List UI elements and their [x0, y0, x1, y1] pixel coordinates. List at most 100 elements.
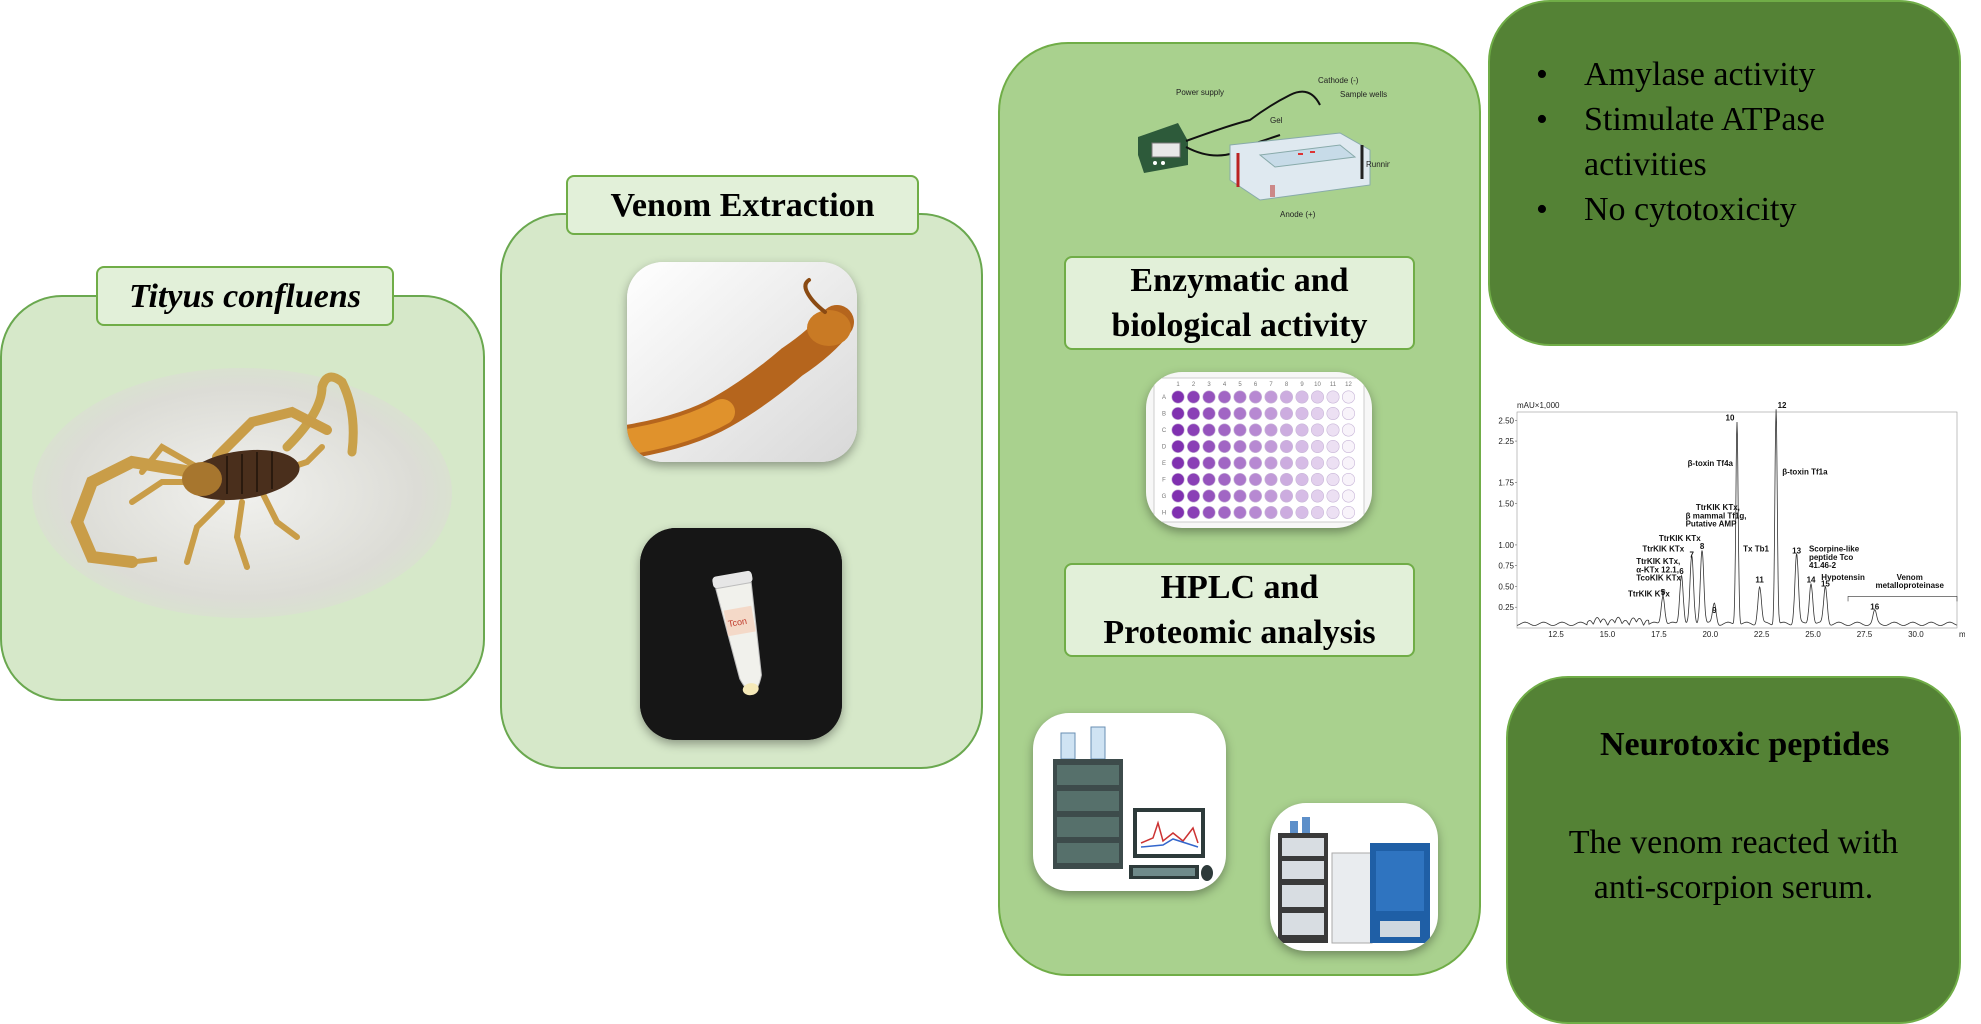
peak-number: 16 [1870, 603, 1879, 612]
plate-well [1326, 456, 1340, 470]
peak-number: 11 [1755, 575, 1764, 584]
plate-well [1218, 456, 1232, 470]
plate-well [1311, 506, 1325, 520]
plate-well [1264, 440, 1278, 454]
svg-text:Sample wells: Sample wells [1340, 90, 1387, 99]
plate-well [1264, 390, 1278, 404]
plate-well [1171, 489, 1185, 503]
peak-annotation: TtrKIK KTx, [1636, 557, 1680, 566]
chromatogram-x-tick: 22.5 [1754, 630, 1770, 639]
plate-well [1249, 473, 1263, 487]
plate-row-label: G [1162, 494, 1167, 500]
peak-number: 12 [1778, 401, 1787, 410]
enzymatic-activity-label: Enzymatic and biological activity [1064, 256, 1415, 350]
peak-annotation: TtrKIK KTx, [1696, 503, 1740, 512]
peak-annotation: TtrKIK KTx [1628, 589, 1670, 598]
plate-well [1218, 506, 1232, 520]
plate-well [1311, 489, 1325, 503]
plate-well [1280, 440, 1294, 454]
plate-well [1342, 423, 1356, 437]
serum-line-1: The venom reacted with [1568, 824, 1899, 861]
electrophoresis-diagram: Power supply Cathode (-) Sample wells Ge… [1130, 75, 1419, 220]
plate-well [1171, 406, 1185, 420]
chromatogram-y-tick: 0.50 [1498, 582, 1514, 591]
plate-well [1311, 390, 1325, 404]
plate-row-label: F [1162, 478, 1166, 484]
plate-row-label: E [1162, 461, 1166, 467]
plate-col-label: 4 [1223, 382, 1227, 388]
peak-number: 8 [1700, 542, 1705, 551]
plate-well [1264, 423, 1278, 437]
plate-well [1342, 473, 1356, 487]
chromatogram-x-tick: 27.5 [1857, 630, 1873, 639]
plate-well [1233, 456, 1247, 470]
plate-col-label: 5 [1238, 382, 1242, 388]
plate-well [1202, 406, 1216, 420]
chromatogram-y-tick: 0.75 [1498, 562, 1514, 571]
plate-well [1326, 406, 1340, 420]
plate-well [1249, 440, 1263, 454]
plate-well [1218, 390, 1232, 404]
plate-col-label: 10 [1314, 382, 1321, 388]
plate-well [1186, 390, 1200, 404]
plate-well [1186, 423, 1200, 437]
peak-annotation: peptide Tco [1809, 553, 1853, 562]
peak-number: 14 [1807, 575, 1816, 584]
peak-annotation: TtrKIK KTx [1642, 545, 1684, 554]
chromatogram-y-tick: 0.25 [1498, 603, 1514, 612]
chromatogram-x-unit: min [1959, 630, 1965, 639]
plate-row-label: C [1162, 428, 1167, 434]
plate-col-label: 6 [1254, 382, 1258, 388]
plate-well [1218, 473, 1232, 487]
plate-well [1171, 473, 1185, 487]
plate-well [1264, 489, 1278, 503]
chromatogram-x-tick: 25.0 [1805, 630, 1821, 639]
plate-well [1249, 506, 1263, 520]
plate-well [1186, 489, 1200, 503]
plate-well [1233, 390, 1247, 404]
plate-well [1342, 456, 1356, 470]
plate-well [1311, 406, 1325, 420]
extraction-label: Venom Extraction [566, 175, 919, 235]
plate-well [1171, 456, 1185, 470]
svg-text:Anode (+): Anode (+) [1280, 210, 1316, 219]
plate-well [1202, 489, 1216, 503]
plate-well [1295, 489, 1309, 503]
plate-well [1326, 473, 1340, 487]
chromatogram-x-tick: 12.5 [1548, 630, 1564, 639]
plate-well [1233, 489, 1247, 503]
hplc-line-1: HPLC and [1160, 569, 1319, 606]
chromatogram-frame [1516, 411, 1958, 629]
plate-well [1326, 489, 1340, 503]
result-cytotoxicity: No cytotoxicity [1488, 187, 1928, 232]
svg-text:Cathode (-): Cathode (-) [1318, 76, 1359, 85]
plate-well [1342, 440, 1356, 454]
plate-well [1295, 506, 1309, 520]
plate-well [1218, 489, 1232, 503]
plate-well [1280, 406, 1294, 420]
plate-well [1202, 506, 1216, 520]
plate-well [1233, 440, 1247, 454]
plate-well [1264, 506, 1278, 520]
plate-well [1233, 406, 1247, 420]
venom-extraction-photo [627, 262, 857, 462]
peak-number: 15 [1821, 580, 1830, 589]
plate-well [1218, 423, 1232, 437]
peak-annotation: Hypotensin [1821, 573, 1865, 582]
peak-number: 6 [1679, 567, 1684, 576]
activity-results-list: Amylase activity Stimulate ATPase activi… [1488, 52, 1928, 232]
neurotoxic-panel [1506, 676, 1961, 1024]
plate-well [1186, 506, 1200, 520]
plate-well [1311, 456, 1325, 470]
plate-well [1311, 423, 1325, 437]
plate-well [1264, 406, 1278, 420]
chromatogram-y-tick: 1.75 [1498, 479, 1514, 488]
neurotoxic-title: Neurotoxic peptides [1600, 726, 1890, 763]
hplc-line-2: Proteomic analysis [1103, 614, 1376, 651]
peak-number: 9 [1712, 606, 1717, 615]
peak-number: 13 [1792, 546, 1801, 555]
plate-well [1295, 406, 1309, 420]
plate-well [1342, 406, 1356, 420]
peak-annotation: α-KTx 12.1, [1636, 565, 1679, 574]
